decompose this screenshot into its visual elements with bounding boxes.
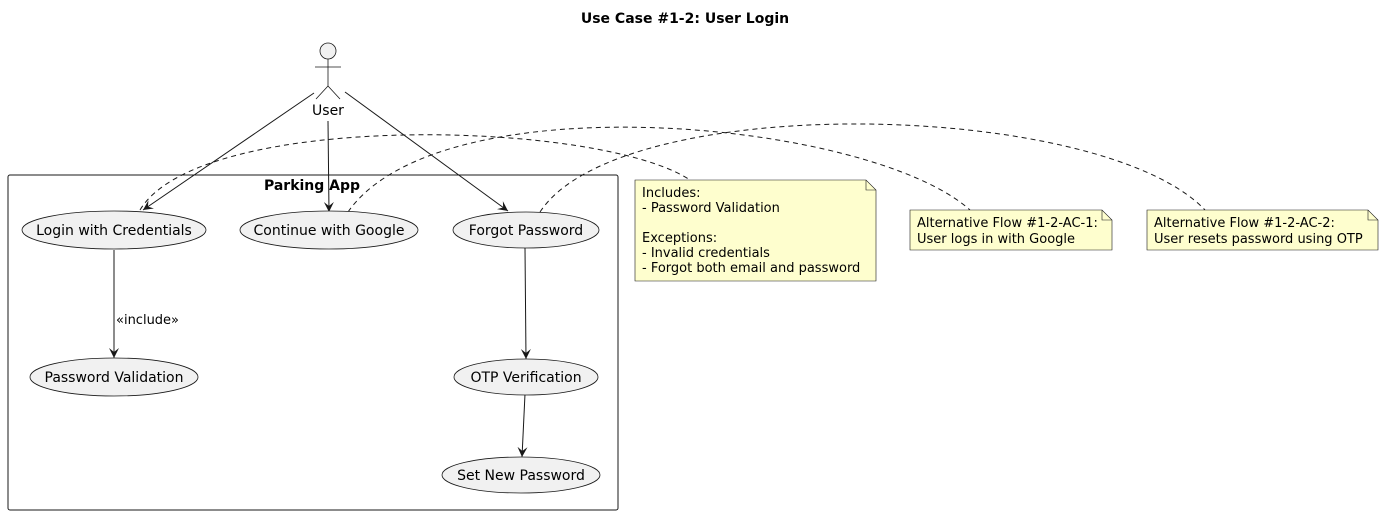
- system-boundary: [7, 174, 619, 511]
- edge-user-login: [142, 92, 315, 211]
- usecase-setpw: Set New Password: [441, 456, 601, 494]
- note-includes-line-3: Exceptions:: [642, 231, 717, 246]
- usecase-validation: Password Validation: [29, 357, 199, 397]
- note-alt2-line-0: Alternative Flow #1-2-AC-2:: [1154, 216, 1335, 231]
- usecase-forgot-label: Forgot Password: [469, 223, 583, 239]
- system-title: Parking App: [264, 178, 360, 194]
- usecase-login: Login with Credentials: [21, 210, 207, 250]
- edge-forgot-otp: [520, 247, 531, 360]
- note-includes-line-0: Includes:: [642, 186, 700, 201]
- note-alt-flow-2: Alternative Flow #1-2-AC-2: User resets …: [1146, 209, 1379, 251]
- edge-user-google: [323, 120, 334, 213]
- usecase-otp-label: OTP Verification: [470, 370, 581, 386]
- usecase-otp: OTP Verification: [453, 358, 599, 396]
- usecase-google-label: Continue with Google: [254, 223, 405, 239]
- note-includes-line-5: - Forgot both email and password: [642, 261, 860, 276]
- edge-otp-setpw: [517, 393, 528, 458]
- note-alt1-line-1: User logs in with Google: [917, 232, 1075, 247]
- actor-label: User: [312, 103, 344, 119]
- include-label: «include»: [116, 313, 179, 328]
- note-includes-line-4: - Invalid credentials: [642, 246, 770, 261]
- note-connector-alt1: [347, 126, 971, 213]
- diagram-title: Use Case #1-2: User Login: [581, 11, 789, 27]
- actor-user: User: [312, 42, 344, 119]
- note-alt-flow-1: Alternative Flow #1-2-AC-1: User logs in…: [909, 209, 1113, 251]
- note-connector-alt2: [539, 123, 1206, 213]
- note-alt1-line-0: Alternative Flow #1-2-AC-1:: [917, 216, 1098, 231]
- note-alt2-line-1: User resets password using OTP: [1154, 232, 1363, 247]
- note-connector-includes: [139, 134, 691, 211]
- usecase-forgot: Forgot Password: [452, 211, 600, 249]
- usecase-validation-label: Password Validation: [45, 370, 184, 386]
- note-includes: Includes: - Password Validation Exceptio…: [634, 179, 877, 282]
- actor-head: [319, 42, 337, 60]
- note-includes-line-1: - Password Validation: [642, 201, 780, 216]
- usecase-setpw-label: Set New Password: [457, 468, 585, 484]
- usecase-login-label: Login with Credentials: [36, 223, 192, 239]
- edge-user-forgot: [344, 91, 509, 212]
- usecase-google: Continue with Google: [239, 210, 419, 250]
